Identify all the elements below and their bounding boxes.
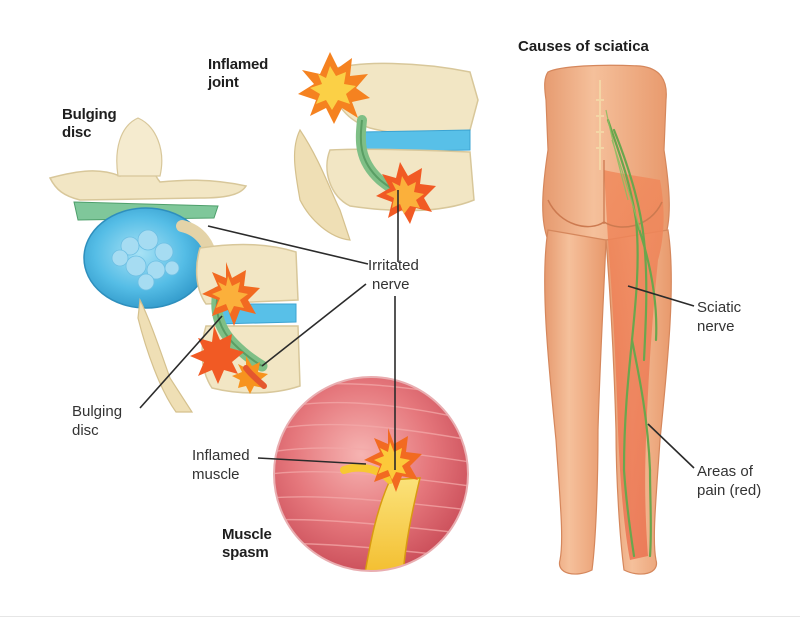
label-line: disc [62, 124, 92, 141]
leader-bulging-disc [139, 315, 223, 409]
label-areas-of-pain: Areas of pain (red) [697, 462, 761, 500]
leader-irritated-nerve-disc [207, 225, 369, 265]
label-sciatic-nerve: Sciatic nerve [697, 298, 741, 336]
label-line: disc [72, 422, 99, 439]
label-irritated-nerve: Irritated nerve [368, 256, 419, 294]
leader-irritated-nerve-side [261, 283, 367, 367]
inflamed-joint-vertebra [293, 52, 479, 241]
label-line: Muscle [222, 526, 272, 543]
label-line: Irritated [368, 257, 419, 274]
label-inflamed-muscle: Inflamed muscle [192, 446, 250, 484]
diagram-title: Causes of sciatica [518, 38, 649, 55]
label-bulging-disc-bottom: Bulging disc [72, 402, 122, 440]
leader-inflamed-muscle [257, 457, 367, 465]
label-muscle-spasm: Muscle spasm [222, 526, 272, 562]
bulging-disc-side-view [137, 243, 301, 413]
muscle-spasm-inset [273, 376, 469, 572]
leader-lines [139, 190, 695, 470]
label-line: Inflamed [192, 447, 250, 464]
label-line: nerve [372, 276, 410, 293]
label-line: muscle [192, 466, 240, 483]
label-inflamed-joint: Inflamed joint [208, 56, 268, 92]
bottom-divider [0, 616, 800, 617]
label-line: Inflamed [208, 56, 269, 73]
label-line: Bulging [72, 403, 123, 420]
label-line: Areas of [697, 463, 753, 480]
leader-areas-of-pain [647, 423, 695, 469]
label-line: spasm [222, 544, 269, 561]
label-line: nerve [697, 318, 735, 335]
leader-sciatic-nerve [627, 285, 695, 307]
body-back-view [542, 64, 672, 575]
label-line: Sciatic [697, 299, 742, 316]
label-bulging-disc-top: Bulging disc [62, 106, 117, 142]
label-line: joint [208, 74, 239, 91]
label-line: pain (red) [697, 482, 762, 499]
label-line: Bulging [62, 106, 117, 123]
